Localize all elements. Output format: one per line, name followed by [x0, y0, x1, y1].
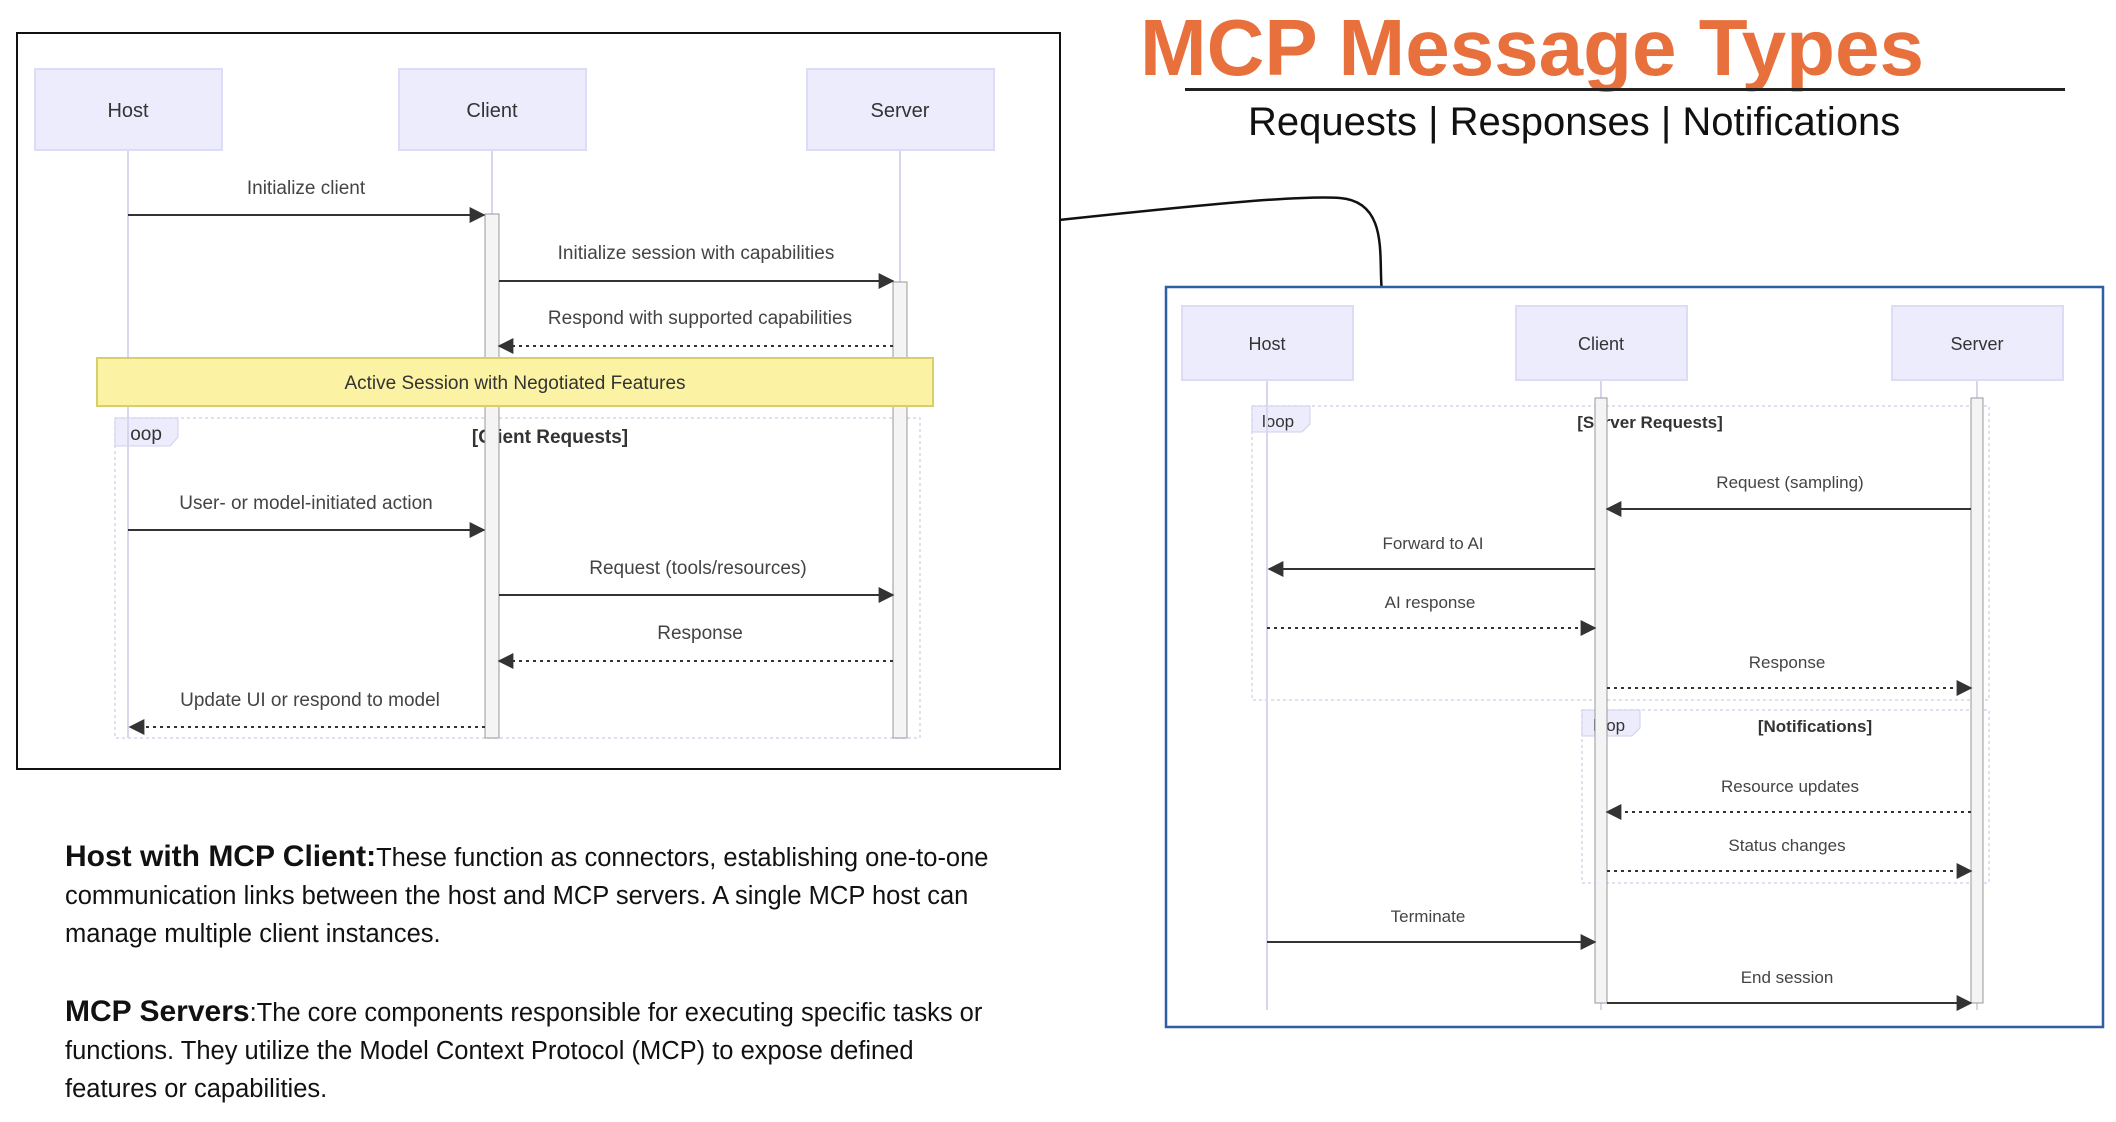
right-msg-label: AI response	[1385, 593, 1476, 612]
servers-description-lead: MCP Servers	[65, 995, 250, 1028]
client-description-lead: Host with MCP Client:	[65, 840, 377, 873]
right-loop-label: [Notifications]	[1758, 717, 1872, 736]
right-msg-label: Forward to AI	[1382, 534, 1483, 553]
left-msg-label: User- or model-initiated action	[179, 493, 432, 514]
left-note-box	[96, 357, 934, 407]
left-loop-tag-shape	[114, 417, 179, 447]
right-diagram-frame	[1164, 285, 2105, 1029]
client-description: Host with MCP Client:These function as c…	[65, 838, 1005, 953]
left-activation-client	[484, 213, 500, 739]
left-participant-host: Host	[107, 100, 149, 122]
left-msg-label: Initialize session with capabilities	[558, 243, 835, 264]
right-participant-server: Server	[1950, 334, 2003, 354]
right-msg-label: Resource updates	[1721, 777, 1859, 796]
right-activation-client	[1594, 397, 1608, 1004]
connector-line	[1058, 196, 1384, 293]
title-underline	[1185, 88, 2065, 91]
left-participant-server: Server	[871, 100, 930, 122]
left-msg-label: Respond with supported capabilities	[548, 308, 852, 329]
left-participant-client-box	[398, 68, 587, 151]
right-loop-box-server-requests	[1251, 405, 1990, 701]
right-activation-server	[1970, 397, 1984, 1004]
client-description-text: These function as connectors, establishi…	[65, 844, 989, 948]
left-loop-label: [Client Requests]	[472, 427, 628, 448]
left-activation-server	[892, 281, 908, 739]
right-msg-label: Terminate	[1391, 907, 1466, 926]
left-msg-label: Request (tools/resources)	[589, 558, 807, 579]
right-loop-box-notifications	[1581, 709, 1990, 884]
servers-description: MCP Servers:The core components responsi…	[65, 993, 1005, 1108]
left-loop-tag: loop	[126, 424, 162, 445]
servers-description-text: :The core components responsible for exe…	[65, 999, 983, 1103]
right-participant-host-box	[1181, 305, 1354, 381]
left-sequence-diagram: loop [Client Requests] Host Client Serve…	[16, 32, 1061, 770]
left-msg-label: Response	[657, 623, 743, 644]
right-msg-label: Status changes	[1728, 836, 1845, 855]
right-participant-server-box	[1891, 305, 2064, 381]
left-participant-host-box	[34, 68, 223, 151]
right-msg-label: Response	[1749, 653, 1826, 672]
left-loop-box	[114, 417, 921, 739]
left-msg-label: Update UI or respond to model	[180, 690, 440, 711]
right-msg-label: Request (sampling)	[1716, 473, 1863, 492]
right-participant-client: Client	[1578, 334, 1624, 354]
left-note-text: Active Session with Negotiated Features	[344, 373, 685, 394]
left-participant-server-box	[806, 68, 995, 151]
right-participant-client-box	[1515, 305, 1688, 381]
page-title: MCP Message Types	[1140, 3, 1925, 92]
right-msg-label: End session	[1741, 968, 1834, 987]
page-subtitle: Requests | Responses | Notifications	[1248, 100, 1901, 144]
right-loop-label: [Server Requests]	[1577, 413, 1723, 432]
right-loop-tag: loop	[1262, 412, 1294, 431]
left-participant-client: Client	[466, 100, 518, 122]
right-participant-host: Host	[1248, 334, 1285, 354]
right-sequence-diagram: loop [Server Requests] loop [Notificatio…	[1164, 285, 2105, 1029]
left-msg-label: Initialize client	[247, 178, 366, 199]
